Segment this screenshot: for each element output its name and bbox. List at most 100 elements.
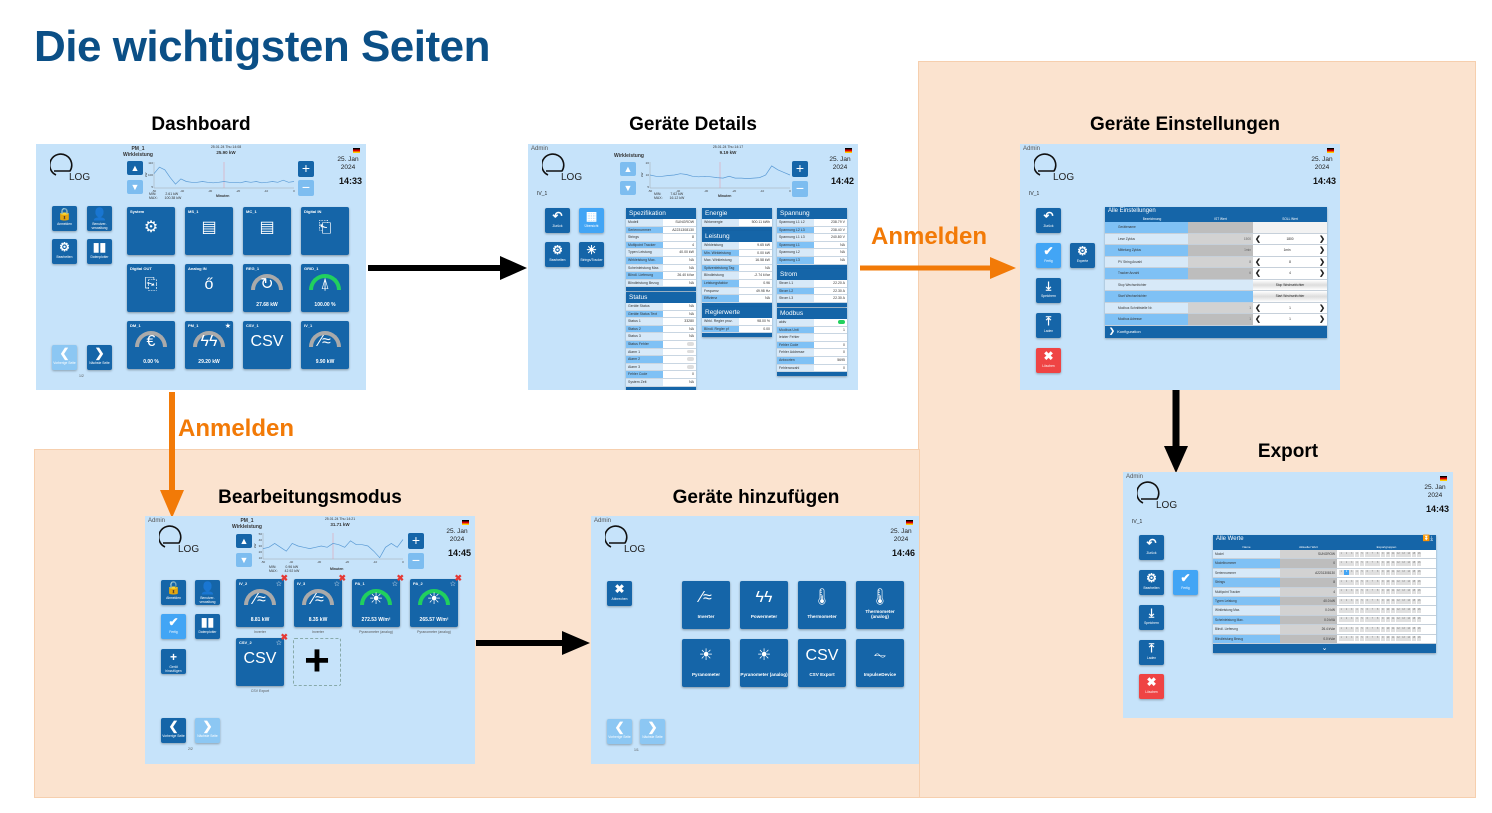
- export-group-toggle[interactable]: 4: [1354, 589, 1360, 595]
- export-group-toggle[interactable]: 1: [1339, 589, 1344, 595]
- export-group-toggle[interactable]: 8: [1375, 626, 1380, 632]
- side-button-experte[interactable]: ⚙Experte: [1070, 243, 1095, 268]
- scroll-up-button[interactable]: ▲: [236, 534, 252, 548]
- side-button-gerät-hinzufügen[interactable]: +Gerät hinzufügen: [161, 649, 186, 674]
- export-group-toggle[interactable]: 1: [1339, 561, 1344, 567]
- scroll-down-chevron[interactable]: ⌄: [1213, 643, 1436, 653]
- export-group-toggle[interactable]: 6: [1364, 551, 1370, 557]
- increment-chevron-icon[interactable]: ❯: [1319, 304, 1325, 312]
- export-group-toggle[interactable]: 10: [1385, 636, 1391, 642]
- side-button-datenplotter[interactable]: ▮▮Datenplotter: [87, 239, 112, 264]
- export-group-toggle[interactable]: 13: [1401, 617, 1406, 623]
- zoom-in-button[interactable]: +: [298, 161, 314, 177]
- export-group-toggle[interactable]: 3: [1349, 598, 1354, 604]
- soll-input[interactable]: [1253, 222, 1327, 233]
- export-group-toggle[interactable]: 11: [1390, 570, 1396, 576]
- soll-input[interactable]: ❮1❯: [1253, 302, 1327, 313]
- scroll-down-button[interactable]: ▼: [127, 180, 143, 194]
- export-group-toggle[interactable]: 7: [1370, 626, 1375, 632]
- side-button-anmelden[interactable]: 🔒Anmelden: [52, 206, 77, 231]
- decrement-chevron-icon[interactable]: ❮: [1255, 316, 1261, 323]
- export-group-toggle[interactable]: 1: [1339, 626, 1344, 632]
- increment-chevron-icon[interactable]: ❯: [1319, 316, 1325, 323]
- decrement-chevron-icon[interactable]: ❮: [1255, 304, 1261, 312]
- export-group-toggle[interactable]: 5: [1359, 626, 1365, 632]
- export-group-toggle[interactable]: 14: [1406, 626, 1412, 632]
- device-tile[interactable]: IV_3∕≈8.35 kW☆✖Inverter: [294, 573, 346, 634]
- export-group-toggle[interactable]: 10: [1385, 608, 1391, 614]
- device-tile[interactable]: IV_1∕≈9.90 kW: [301, 321, 349, 369]
- zoom-out-button[interactable]: −: [298, 180, 314, 196]
- export-group-toggle[interactable]: 3: [1349, 626, 1354, 632]
- export-group-toggle[interactable]: 15: [1411, 589, 1417, 595]
- language-flag-de[interactable]: [462, 520, 469, 525]
- soll-input[interactable]: ❮1800❯: [1253, 233, 1327, 244]
- export-group-toggle[interactable]: 6: [1364, 626, 1370, 632]
- export-group-toggle[interactable]: 15: [1411, 551, 1417, 557]
- export-group-toggle[interactable]: 12: [1396, 636, 1401, 642]
- export-group-toggle[interactable]: 10: [1385, 598, 1391, 604]
- increment-chevron-icon[interactable]: ❯: [1319, 247, 1325, 254]
- device-tile[interactable]: GRID_1⍋100.00 %: [301, 264, 349, 312]
- export-group-toggle[interactable]: 10: [1385, 561, 1391, 567]
- device-tile[interactable]: Digital OUT⎘: [127, 264, 175, 312]
- device-tile[interactable]: Digital IN⎗: [301, 207, 349, 255]
- prev-page-button[interactable]: ❮Vorherige Seite: [607, 719, 632, 744]
- export-group-toggle[interactable]: 2: [1344, 626, 1349, 632]
- export-group-toggle[interactable]: 5: [1359, 598, 1365, 604]
- export-group-toggle[interactable]: 9: [1380, 579, 1386, 585]
- delete-icon[interactable]: ✖: [454, 573, 462, 583]
- side-button-datenplotter[interactable]: ▮▮Datenplotter: [195, 614, 220, 639]
- side-button-laden[interactable]: ⤒Laden: [1036, 313, 1061, 338]
- side-button-bearbeiten[interactable]: ⚙Bearbeiten: [52, 239, 77, 264]
- export-group-toggle[interactable]: 9: [1380, 551, 1386, 557]
- favorite-star-icon[interactable]: ☆: [275, 581, 282, 588]
- export-group-toggle[interactable]: 16: [1416, 561, 1422, 567]
- export-group-toggle[interactable]: 16: [1416, 570, 1422, 576]
- export-group-toggle[interactable]: 12: [1396, 617, 1401, 623]
- export-group-toggle[interactable]: 11: [1390, 598, 1396, 604]
- export-group-toggle[interactable]: 4: [1354, 579, 1360, 585]
- export-group-toggle[interactable]: 8: [1375, 589, 1380, 595]
- export-group-toggle[interactable]: 5: [1359, 551, 1365, 557]
- export-group-toggle[interactable]: 14: [1406, 561, 1412, 567]
- export-group-toggle[interactable]: 9: [1380, 561, 1386, 567]
- export-group-toggle[interactable]: 14: [1406, 579, 1412, 585]
- device-tile[interactable]: System⚙: [127, 207, 175, 255]
- language-flag-de[interactable]: [1440, 476, 1447, 481]
- side-button-übersicht[interactable]: ▦Übersicht: [579, 208, 604, 233]
- side-button-abmelden[interactable]: 🔓Abmelden: [161, 580, 186, 605]
- language-flag-de[interactable]: [906, 520, 913, 525]
- scroll-down-button[interactable]: ▼: [236, 553, 252, 567]
- export-group-toggle[interactable]: 8: [1375, 579, 1380, 585]
- export-group-toggle[interactable]: 3: [1349, 589, 1354, 595]
- export-group-toggle[interactable]: 2: [1344, 561, 1349, 567]
- export-group-toggle[interactable]: 7: [1370, 570, 1375, 576]
- export-group-toggle[interactable]: 12: [1396, 579, 1401, 585]
- export-group-toggle[interactable]: 11: [1390, 617, 1396, 623]
- device-type-tile[interactable]: ☀Pyranometer: [682, 639, 730, 687]
- zoom-out-button[interactable]: −: [408, 553, 424, 569]
- soll-input[interactable]: ❮4❯: [1253, 268, 1327, 279]
- export-group-toggle[interactable]: 3: [1349, 570, 1354, 576]
- side-button-löschen[interactable]: ✖Löschen: [1036, 348, 1061, 373]
- export-group-toggle[interactable]: 1: [1339, 570, 1344, 576]
- export-group-toggle[interactable]: 13: [1401, 561, 1406, 567]
- export-group-toggle[interactable]: 1: [1339, 579, 1344, 585]
- export-group-toggle[interactable]: 10: [1385, 551, 1391, 557]
- side-button-benutzer-verwaltung[interactable]: 👤Benutzer-verwaltung: [87, 206, 112, 231]
- side-button-fertig[interactable]: ✔Fertig: [161, 614, 186, 639]
- export-group-toggle[interactable]: 11: [1390, 589, 1396, 595]
- export-group-toggle[interactable]: 16: [1416, 589, 1422, 595]
- zoom-in-button[interactable]: +: [792, 161, 808, 177]
- next-page-button[interactable]: ❯Nächste Seite: [195, 718, 220, 743]
- side-button-bearbeiten[interactable]: ⚙Bearbeiten: [1139, 570, 1164, 595]
- export-group-toggle[interactable]: 6: [1364, 570, 1370, 576]
- language-flag-de[interactable]: [845, 148, 852, 153]
- export-group-toggle[interactable]: 1: [1339, 636, 1344, 642]
- device-tile[interactable]: IV_2∕≈8.81 kW☆✖Inverter: [236, 573, 288, 634]
- export-group-toggle[interactable]: 7: [1370, 636, 1375, 642]
- export-group-toggle[interactable]: 4: [1354, 570, 1360, 576]
- export-group-toggle[interactable]: 11: [1390, 636, 1396, 642]
- increment-chevron-icon[interactable]: ❯: [1319, 235, 1325, 243]
